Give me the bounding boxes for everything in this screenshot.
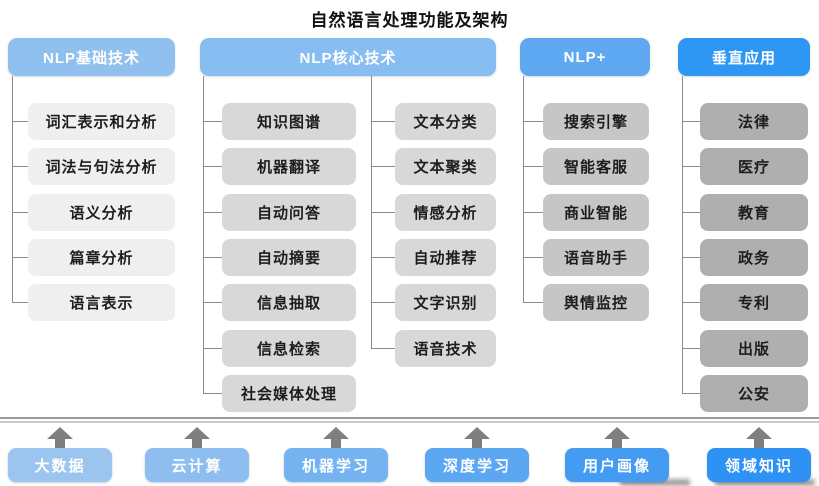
tree-item-language-representation: 语言表示: [28, 284, 175, 321]
connector-line: [682, 348, 700, 349]
connector-line: [203, 76, 204, 393]
connector-line: [682, 121, 700, 122]
column-header-vertical-app: 垂直应用: [678, 38, 810, 76]
tree-item-morph-syntax-analysis: 词法与句法分析: [28, 148, 175, 185]
column-header-nlp-core: NLP核心技术: [200, 38, 496, 76]
watermark-artifact: [620, 479, 690, 486]
connector-line: [203, 393, 222, 394]
connector-line: [371, 212, 395, 213]
column-header-nlp-plus: NLP+: [520, 38, 650, 76]
tree-item-business-intelligence: 商业智能: [543, 194, 649, 231]
tree-item-government: 政务: [700, 239, 808, 276]
column-header-nlp-basic: NLP基础技术: [8, 38, 175, 76]
tree-item-patent: 专利: [700, 284, 808, 321]
tree-item-discourse-analysis: 篇章分析: [28, 239, 175, 276]
divider-line-top: [0, 417, 819, 419]
tree-item-auto-summarization: 自动摘要: [222, 239, 356, 276]
tree-item-text-clustering: 文本聚类: [395, 148, 496, 185]
foundation-box-machine-learning: 机器学习: [284, 448, 388, 482]
tree-item-opinion-monitoring: 舆情监控: [543, 284, 649, 321]
tree-item-speech-technology: 语音技术: [395, 330, 496, 367]
tree-item-smart-customer-service: 智能客服: [543, 148, 649, 185]
arrow-up-icon: [331, 438, 341, 449]
connector-line: [682, 212, 700, 213]
connector-line: [12, 121, 28, 122]
connector-line: [203, 302, 222, 303]
connector-line: [682, 257, 700, 258]
connector-line: [12, 166, 28, 167]
connector-line: [12, 302, 28, 303]
tree-item-semantic-analysis: 语义分析: [28, 194, 175, 231]
connector-line: [682, 166, 700, 167]
tree-item-ocr: 文字识别: [395, 284, 496, 321]
arrow-up-icon: [192, 438, 202, 449]
arrow-up-icon: [47, 427, 73, 439]
connector-line: [203, 257, 222, 258]
connector-line: [682, 76, 683, 393]
tree-item-text-classification: 文本分类: [395, 103, 496, 140]
arrow-up-icon: [612, 438, 622, 449]
tree-item-voice-assistant: 语音助手: [543, 239, 649, 276]
connector-line: [523, 121, 543, 122]
connector-line: [12, 212, 28, 213]
connector-line: [523, 166, 543, 167]
connector-line: [203, 166, 222, 167]
watermark-artifact: [715, 479, 815, 486]
diagram-title: 自然语言处理功能及架构: [310, 11, 509, 30]
tree-item-legal: 法律: [700, 103, 808, 140]
tree-item-lexical-representation: 词汇表示和分析: [28, 103, 175, 140]
tree-item-info-retrieval: 信息检索: [222, 330, 356, 367]
tree-item-education: 教育: [700, 194, 808, 231]
connector-line: [12, 257, 28, 258]
foundation-box-domain-knowledge: 领域知识: [707, 448, 811, 482]
connector-line: [371, 166, 395, 167]
arrow-up-icon: [472, 438, 482, 449]
arrow-up-icon: [323, 427, 349, 439]
arrow-up-icon: [604, 427, 630, 439]
connector-line: [12, 76, 13, 302]
tree-item-social-media-processing: 社会媒体处理: [222, 375, 356, 412]
tree-item-knowledge-graph: 知识图谱: [222, 103, 356, 140]
connector-line: [203, 121, 222, 122]
tree-item-machine-translation: 机器翻译: [222, 148, 356, 185]
arrow-up-icon: [184, 427, 210, 439]
tree-item-auto-recommendation: 自动推荐: [395, 239, 496, 276]
connector-line: [371, 257, 395, 258]
connector-line: [523, 257, 543, 258]
tree-item-sentiment-analysis: 情感分析: [395, 194, 496, 231]
tree-item-medical: 医疗: [700, 148, 808, 185]
connector-line: [682, 393, 700, 394]
connector-line: [371, 121, 395, 122]
foundation-box-big-data: 大数据: [8, 448, 112, 482]
tree-item-search-engine: 搜索引擎: [543, 103, 649, 140]
connector-line: [682, 302, 700, 303]
arrow-up-icon: [464, 427, 490, 439]
arrow-up-icon: [55, 438, 65, 449]
connector-line: [523, 302, 543, 303]
connector-line: [523, 76, 524, 302]
arrow-up-icon: [746, 427, 772, 439]
connector-line: [203, 212, 222, 213]
tree-item-info-extraction: 信息抽取: [222, 284, 356, 321]
tree-item-auto-qa: 自动问答: [222, 194, 356, 231]
connector-line: [523, 212, 543, 213]
connector-line: [371, 348, 395, 349]
connector-line: [371, 302, 395, 303]
foundation-box-cloud-computing: 云计算: [145, 448, 249, 482]
divider-line-bottom: [0, 421, 819, 423]
tree-item-public-security: 公安: [700, 375, 808, 412]
connector-line: [203, 348, 222, 349]
arrow-up-icon: [754, 438, 764, 449]
foundation-box-deep-learning: 深度学习: [425, 448, 529, 482]
foundation-box-user-profile: 用户画像: [565, 448, 669, 482]
tree-item-publishing: 出版: [700, 330, 808, 367]
